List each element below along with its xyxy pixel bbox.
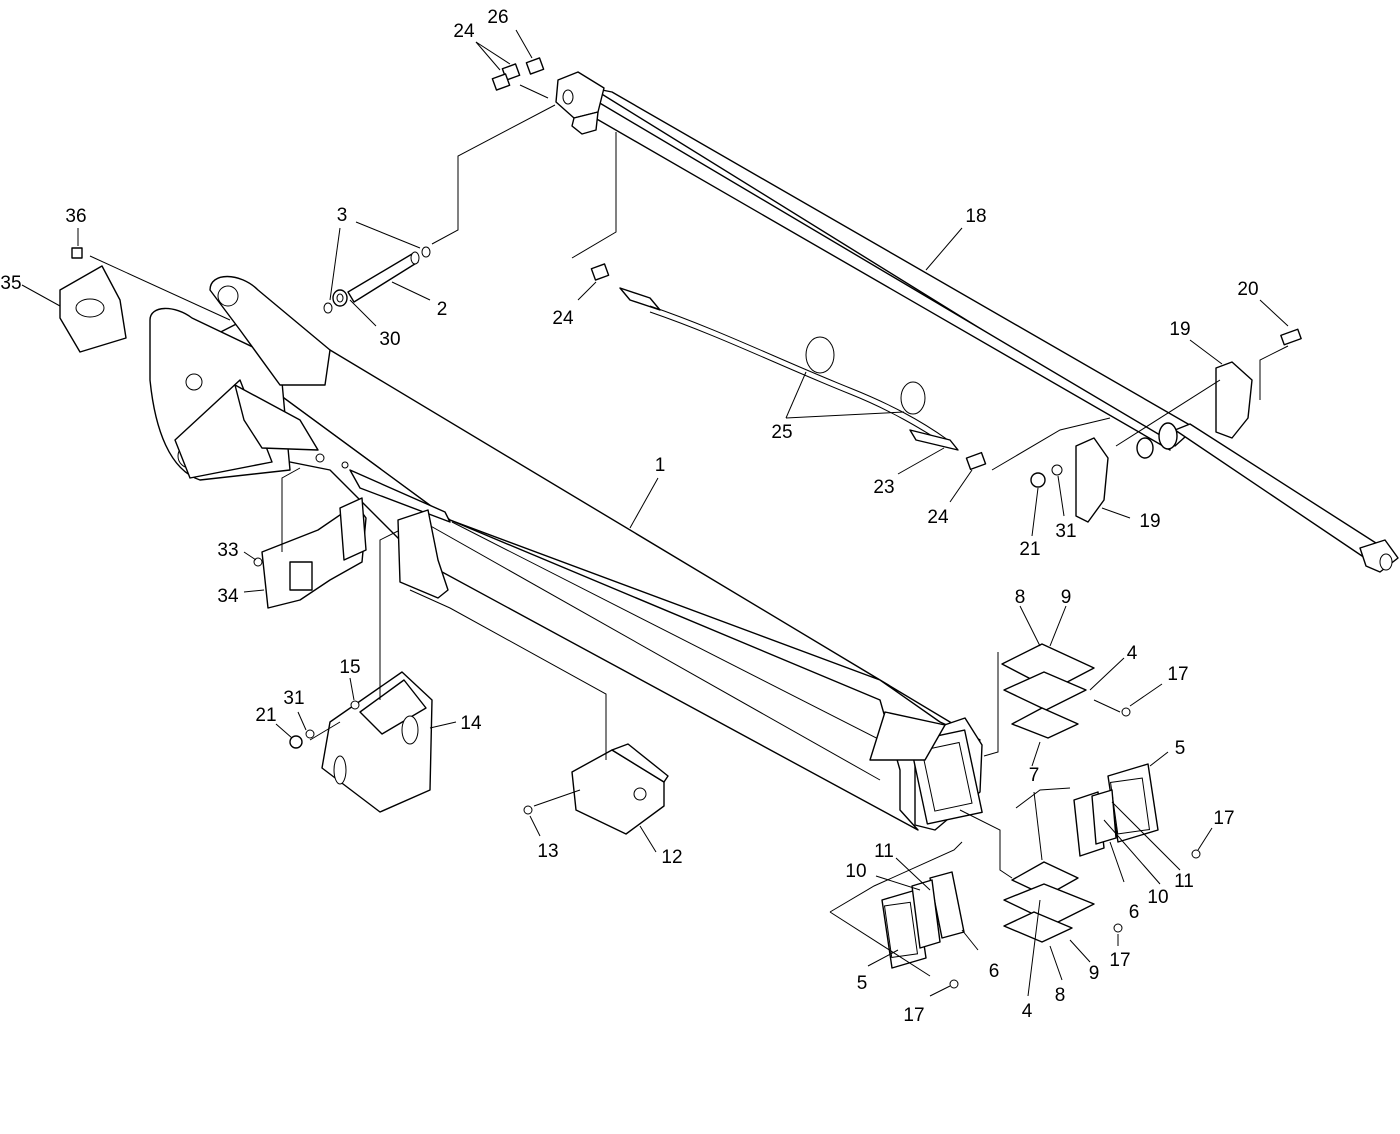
mounting-bracket-12 <box>397 509 669 853</box>
hydraulic-cylinder <box>555 71 1399 573</box>
callout-6-left: 6 <box>989 961 1000 982</box>
callout-25: 25 <box>771 422 792 443</box>
callout-1: 1 <box>655 455 666 476</box>
callout-2: 2 <box>437 299 448 320</box>
callout-31-right: 31 <box>1055 521 1076 542</box>
callout-36: 36 <box>65 206 86 227</box>
hydraulic-hose-assembly <box>475 29 1111 503</box>
wear-pad-group-right <box>1015 751 1213 885</box>
wear-pad-group-left <box>829 841 979 997</box>
callout-23: 23 <box>873 477 894 498</box>
callout-7: 7 <box>1029 765 1040 786</box>
callout-5-left: 5 <box>857 973 868 994</box>
callout-30: 30 <box>379 329 400 350</box>
callout-17-top: 17 <box>1167 664 1188 685</box>
callout-9-top: 9 <box>1061 587 1072 608</box>
callout-8-top: 8 <box>1015 587 1026 608</box>
callout-17-bottom: 17 <box>1109 950 1130 971</box>
pivot-pin-group <box>323 104 556 327</box>
callout-10-left: 10 <box>845 861 866 882</box>
callout-4-top: 4 <box>1127 643 1138 664</box>
callout-31-left: 31 <box>283 688 304 709</box>
callout-3: 3 <box>337 205 348 226</box>
callout-19-bottom: 19 <box>1139 511 1160 532</box>
callout-15: 15 <box>339 657 360 678</box>
wear-pad-group-bottom <box>959 791 1123 997</box>
callout-6-right: 6 <box>1129 902 1140 923</box>
callout-26: 26 <box>487 7 508 28</box>
callout-24-mid: 24 <box>552 308 574 329</box>
cylinder-clamp-group <box>1030 299 1302 537</box>
callout-21-right: 21 <box>1019 539 1040 560</box>
callout-20: 20 <box>1237 279 1258 300</box>
main-boom <box>149 275 983 831</box>
callout-35: 35 <box>0 273 21 294</box>
callout-5-right: 5 <box>1175 738 1186 759</box>
callout-17-left: 17 <box>903 1005 924 1026</box>
callout-33: 33 <box>217 540 238 561</box>
valve-bracket-34 <box>243 467 367 609</box>
callout-9-bottom: 9 <box>1089 963 1100 984</box>
callout-14: 14 <box>460 713 482 734</box>
callout-10-right: 10 <box>1147 887 1168 908</box>
callout-8-bottom: 8 <box>1055 985 1066 1006</box>
callout-19-top: 19 <box>1169 319 1190 340</box>
callout-labels: 1 2 3 30 36 35 24 26 24 25 23 24 18 20 1… <box>0 7 1258 1026</box>
wear-pad-group-top <box>983 605 1163 767</box>
callout-34: 34 <box>217 586 239 607</box>
callout-17-right: 17 <box>1213 808 1234 829</box>
mounting-bracket-14 <box>275 529 457 813</box>
callout-13: 13 <box>537 841 558 862</box>
callout-24-right: 24 <box>927 507 949 528</box>
callout-11-right: 11 <box>1174 871 1194 892</box>
mounting-bracket-35 <box>21 228 231 353</box>
callout-18: 18 <box>965 206 986 227</box>
callout-4-bottom: 4 <box>1022 1001 1033 1022</box>
callout-11-left: 11 <box>874 841 894 862</box>
callout-24-top: 24 <box>453 21 475 42</box>
callout-12: 12 <box>661 847 682 868</box>
callout-21-left: 21 <box>255 705 276 726</box>
